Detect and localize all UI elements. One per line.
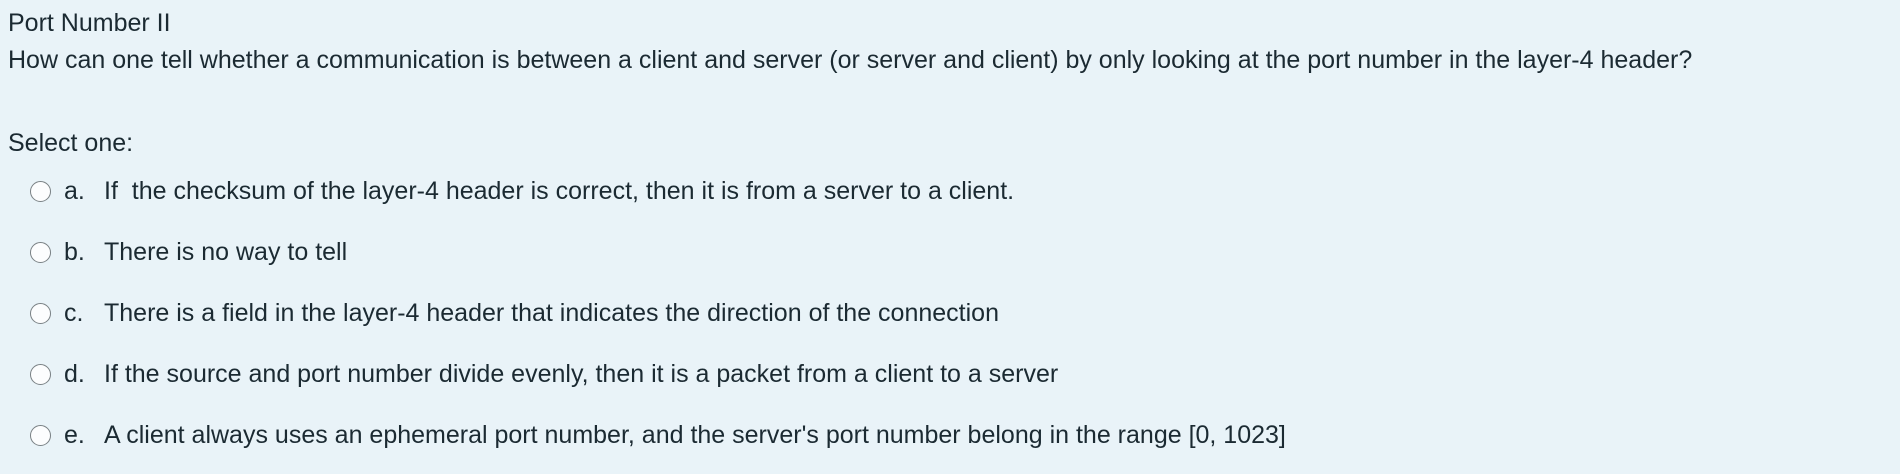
option-letter: d. <box>64 360 85 388</box>
radio-button[interactable] <box>30 181 51 202</box>
radio-button[interactable] <box>30 303 51 324</box>
option-letter: b. <box>64 238 85 266</box>
option-text: If the source and port number divide eve… <box>104 360 1059 388</box>
option-text: If the checksum of the layer-4 header is… <box>104 177 1015 205</box>
answer-option-d[interactable]: d. If the source and port number divide … <box>8 344 1900 405</box>
answer-option-e[interactable]: e. A client always uses an ephemeral por… <box>8 405 1900 466</box>
question-title: Port Number II <box>8 9 171 37</box>
radio-button[interactable] <box>30 425 51 446</box>
option-text: There is no way to tell <box>104 238 348 266</box>
option-letter: e. <box>64 421 85 449</box>
answer-option-b[interactable]: b. There is no way to tell <box>8 222 1900 283</box>
select-one-label: Select one: <box>8 129 134 157</box>
option-letter: c. <box>64 299 84 327</box>
answer-option-a[interactable]: a. If the checksum of the layer-4 header… <box>8 161 1900 222</box>
question-prompt: How can one tell whether a communication… <box>8 46 1693 74</box>
answer-option-c[interactable]: c. There is a field in the layer-4 heade… <box>8 283 1900 344</box>
option-letter: a. <box>64 177 85 205</box>
radio-button[interactable] <box>30 364 51 385</box>
option-text: There is a field in the layer-4 header t… <box>104 299 999 327</box>
option-text: A client always uses an ephemeral port n… <box>104 421 1286 449</box>
answer-options-list: a. If the checksum of the layer-4 header… <box>8 161 1900 466</box>
radio-button[interactable] <box>30 242 51 263</box>
